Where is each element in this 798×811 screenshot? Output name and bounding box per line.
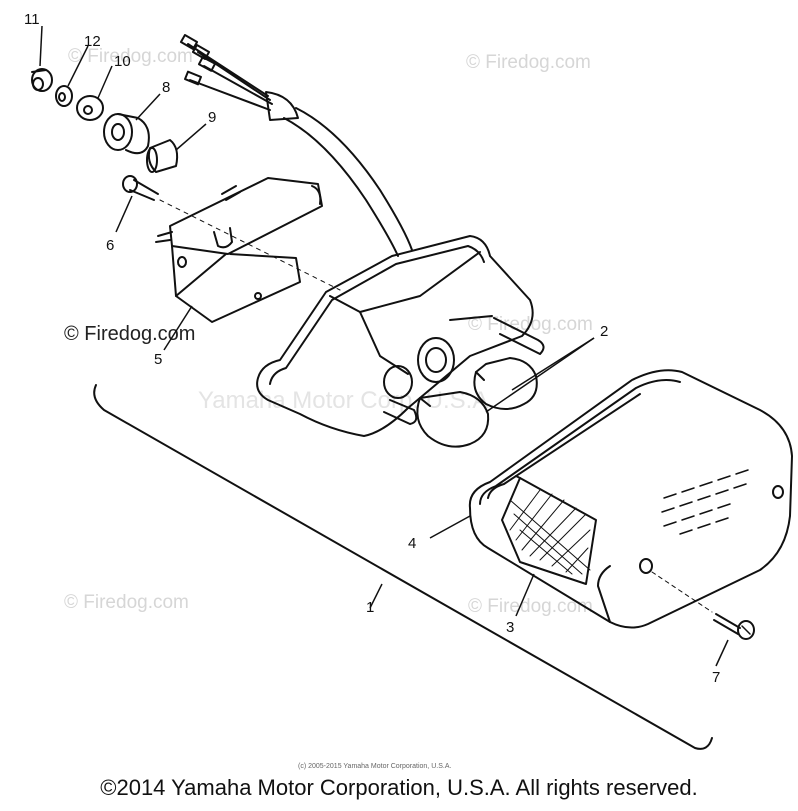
part-10-washer (76, 95, 104, 121)
part-7-screw (651, 571, 755, 640)
callout-5: 5 (154, 351, 162, 368)
part-3-lens (468, 369, 793, 629)
callout-12: 12 (84, 33, 101, 50)
part-11-nut (31, 68, 53, 92)
part-5-bracket (155, 177, 323, 323)
lens-screw-hole-right (772, 485, 784, 499)
part-9-collar (146, 139, 179, 173)
part-12-washer (55, 85, 73, 107)
watermark-center: Yamaha Motor Corp. U.S.A. (198, 387, 495, 414)
watermark-bottom-left: © Firedog.com (64, 592, 189, 613)
callout-9: 9 (208, 109, 216, 126)
assembly-bracket-line (93, 384, 713, 750)
callout-7: 7 (712, 669, 720, 686)
axis-line (159, 199, 341, 291)
callout-10: 10 (114, 53, 131, 70)
watermark-top-right: © Firedog.com (466, 52, 591, 73)
watermark-top-left: © Firedog.com (68, 46, 193, 67)
watermark-bottom-right: © Firedog.com (468, 596, 593, 617)
reflector-hatch (509, 489, 591, 575)
lens-dot-grid (661, 469, 749, 535)
small-copyright: (c) 2005-2015 Yamaha Motor Corporation, … (298, 763, 451, 770)
wire-harness (179, 34, 413, 257)
part-1-housing (256, 235, 545, 437)
callout-1: 1 (366, 599, 374, 616)
callout-2: 2 (600, 323, 608, 340)
callout-4: 4 (408, 535, 416, 552)
leader-lines (39, 25, 729, 667)
watermark-firedog-dark: © Firedog.com (64, 323, 195, 345)
lens-screw-hole-left (639, 558, 653, 574)
callout-11: 11 (24, 11, 40, 28)
callout-8: 8 (162, 79, 170, 96)
part-2-bulbs (416, 357, 538, 448)
callout-6: 6 (106, 237, 114, 254)
part-6-bolt (122, 175, 159, 201)
footer-copyright: ©2014 Yamaha Motor Corporation, U.S.A. A… (100, 775, 698, 800)
callout-3: 3 (506, 619, 514, 636)
part-8-grommet (103, 113, 150, 155)
